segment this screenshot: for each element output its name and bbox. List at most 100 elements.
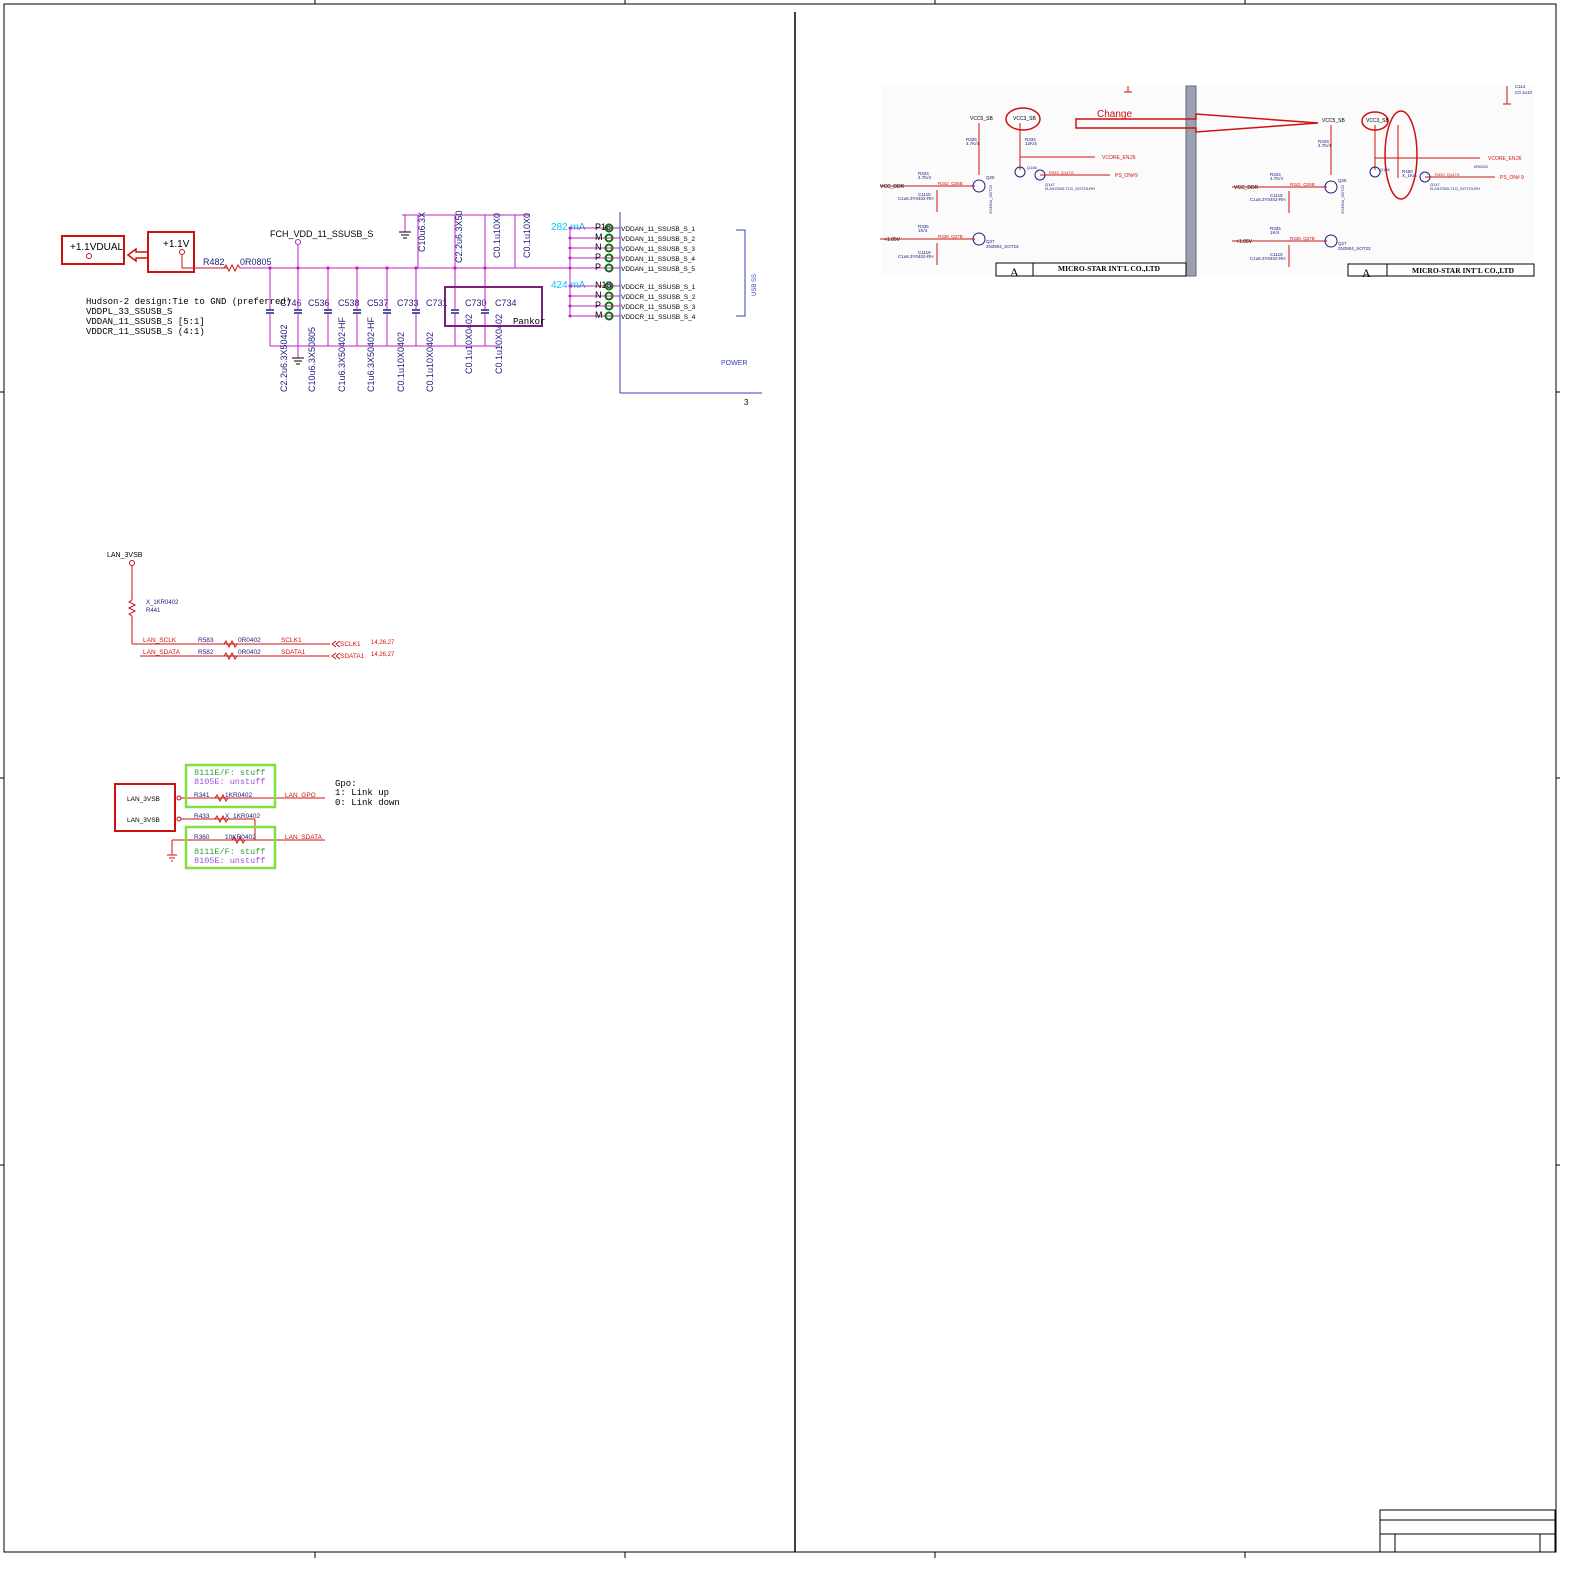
svg-text:2N3904_SOT23: 2N3904_SOT23 [1340, 184, 1345, 214]
top-cap-4: C0.1u10X0 [522, 213, 532, 258]
pin-marker-icon [604, 301, 614, 311]
svg-text:Q27: Q27 [1338, 241, 1347, 246]
svg-text:PS_ON#: PS_ON# [1500, 175, 1520, 181]
cap-ref: C730 [465, 298, 487, 308]
pin-marker-icon [604, 253, 614, 263]
svg-text:+1.05V: +1.05V [1236, 239, 1253, 245]
note-line-4: VDDCR_11_SSUSB_S (4:1) [86, 327, 205, 337]
power-label: POWER [721, 360, 747, 367]
resistor-value: 0R0402 [238, 649, 261, 656]
box1-line1: 8111E/F: stuff [194, 768, 265, 778]
top-cap-2: C2.2u6.3X50 [454, 210, 464, 263]
gpo-section: LAN_3VSB LAN_3VSB 8111E/F: stuff 8105E: … [114, 763, 400, 870]
svg-text:R329: R329 [1318, 139, 1329, 144]
svg-text:C1u6.3Y0402-RH: C1u6.3Y0402-RH [898, 196, 934, 201]
pin-number: N15 [595, 280, 612, 290]
r482-val: 0R0805 [240, 257, 272, 267]
pin-marker-icon [604, 281, 614, 291]
svg-text:C1115: C1115 [1270, 193, 1283, 198]
svg-text:26: 26 [1516, 156, 1522, 162]
current-b: 424 mA [551, 280, 586, 291]
svg-text:Q147: Q147 [1045, 182, 1056, 187]
smbus-rail: LAN_3VSB [107, 552, 143, 559]
net-label: LAN_SCLK [143, 637, 177, 644]
svg-text:PS_ON#: PS_ON# [1115, 173, 1135, 179]
rail-dual-label: +1.1VDUAL [70, 242, 124, 253]
cap-ref: C746 [280, 298, 302, 308]
svg-text:VCORE_EN: VCORE_EN [1102, 155, 1130, 161]
pin-number: P16 [595, 222, 611, 232]
offpage-connector-icon [331, 640, 341, 648]
net-gpo: LAN_GPO [285, 792, 316, 799]
pin-net: VDDAN_11_SSUSB_S_3 [621, 246, 695, 253]
svg-text:R333_Q147G: R333_Q147G [1049, 170, 1074, 175]
r341-ref: R341 [194, 792, 210, 799]
r441-ref: R441 [146, 608, 161, 614]
svg-text:Q26: Q26 [1338, 178, 1347, 183]
pin-marker-icon [604, 223, 614, 233]
svg-text:R342_Q26B: R342_Q26B [1290, 182, 1315, 187]
svg-text:4.7K/4: 4.7K/4 [1270, 176, 1284, 181]
svg-text:VCC3_SB: VCC3_SB [1366, 118, 1389, 124]
svg-text:Q27: Q27 [986, 239, 995, 244]
arrow-left-icon [126, 247, 149, 263]
svg-text:VCC5_SB: VCC5_SB [970, 116, 993, 122]
pin-number: N [595, 242, 602, 252]
r360-ref: R360 [194, 834, 210, 841]
cap-value: C0.1u10X0402 [494, 314, 504, 374]
svg-text:12K/4: 12K/4 [1025, 141, 1037, 146]
cap-ref: C731 [426, 298, 448, 308]
svg-text:26: 26 [1130, 155, 1136, 161]
note-line-3: VDDAN_11_SSUSB_S [5:1] [86, 317, 205, 327]
r433-ref: R433 [194, 813, 210, 820]
gpo-rail-a: LAN_3VSB [127, 796, 160, 803]
pin-net: VDDCR_11_SSUSB_S_4 [621, 314, 696, 321]
pin-number: M [595, 310, 603, 320]
svg-text:C1119: C1119 [1270, 252, 1283, 257]
svg-text:Q147: Q147 [1430, 182, 1441, 187]
pin-net: VDDCR_11_SSUSB_S_3 [621, 304, 696, 311]
stuff-box-1 [184, 763, 277, 809]
gpo-note-2: 1: Link up [335, 788, 389, 798]
gpo-rail-b: LAN_3VSB [127, 817, 160, 824]
svg-text:9: 9 [1135, 173, 1138, 179]
pin-marker-icon [604, 263, 614, 273]
pin-net: VDDAN_11_SSUSB_S_5 [621, 266, 695, 273]
svg-text:Q146: Q146 [1027, 165, 1038, 170]
rail-11-label: +1.1V [163, 239, 190, 250]
pin-row-vddan-3: N VDDAN_11_SSUSB_S_3 [568, 242, 695, 253]
svg-text:R450: R450 [1402, 169, 1413, 174]
pin-number: P [595, 262, 601, 272]
svg-text:N-2N7002LT1G_SOT23-RH: N-2N7002LT1G_SOT23-RH [1430, 186, 1480, 191]
note-line-2: VDDPL_33_SSUSB_S [86, 307, 172, 317]
box2-line1: 8111E/F: stuff [194, 847, 265, 857]
top-cap-3: C0.1u10X0 [492, 213, 502, 258]
r482-ref: R482 [203, 257, 225, 267]
usb-ss-label: USB SS [752, 274, 758, 296]
svg-text:R324: R324 [918, 171, 929, 176]
top-cap-1: C10u6.3X [417, 212, 427, 252]
svg-text:0R0402: 0R0402 [1474, 164, 1489, 169]
svg-text:4.7K/4: 4.7K/4 [918, 175, 932, 180]
title-block [1379, 1509, 1556, 1553]
net-out: SDATA1 [281, 649, 306, 656]
pin-marker-icon [604, 311, 614, 321]
offpage-connector-icon [331, 652, 341, 660]
svg-text:C1u6.3Y0402-RH: C1u6.3Y0402-RH [1250, 256, 1286, 261]
page-digit: 3 [744, 398, 749, 407]
cap-value: C0.1u10X0402 [396, 332, 406, 392]
pin-number: P [595, 252, 601, 262]
svg-text:A: A [1010, 265, 1019, 279]
power-section: +1.1VDUAL +1.1V R482 0R0805 FCH_VDD_11_S… [61, 210, 762, 407]
svg-text:X_1K/4: X_1K/4 [1402, 173, 1417, 178]
pin-number: N [595, 290, 602, 300]
